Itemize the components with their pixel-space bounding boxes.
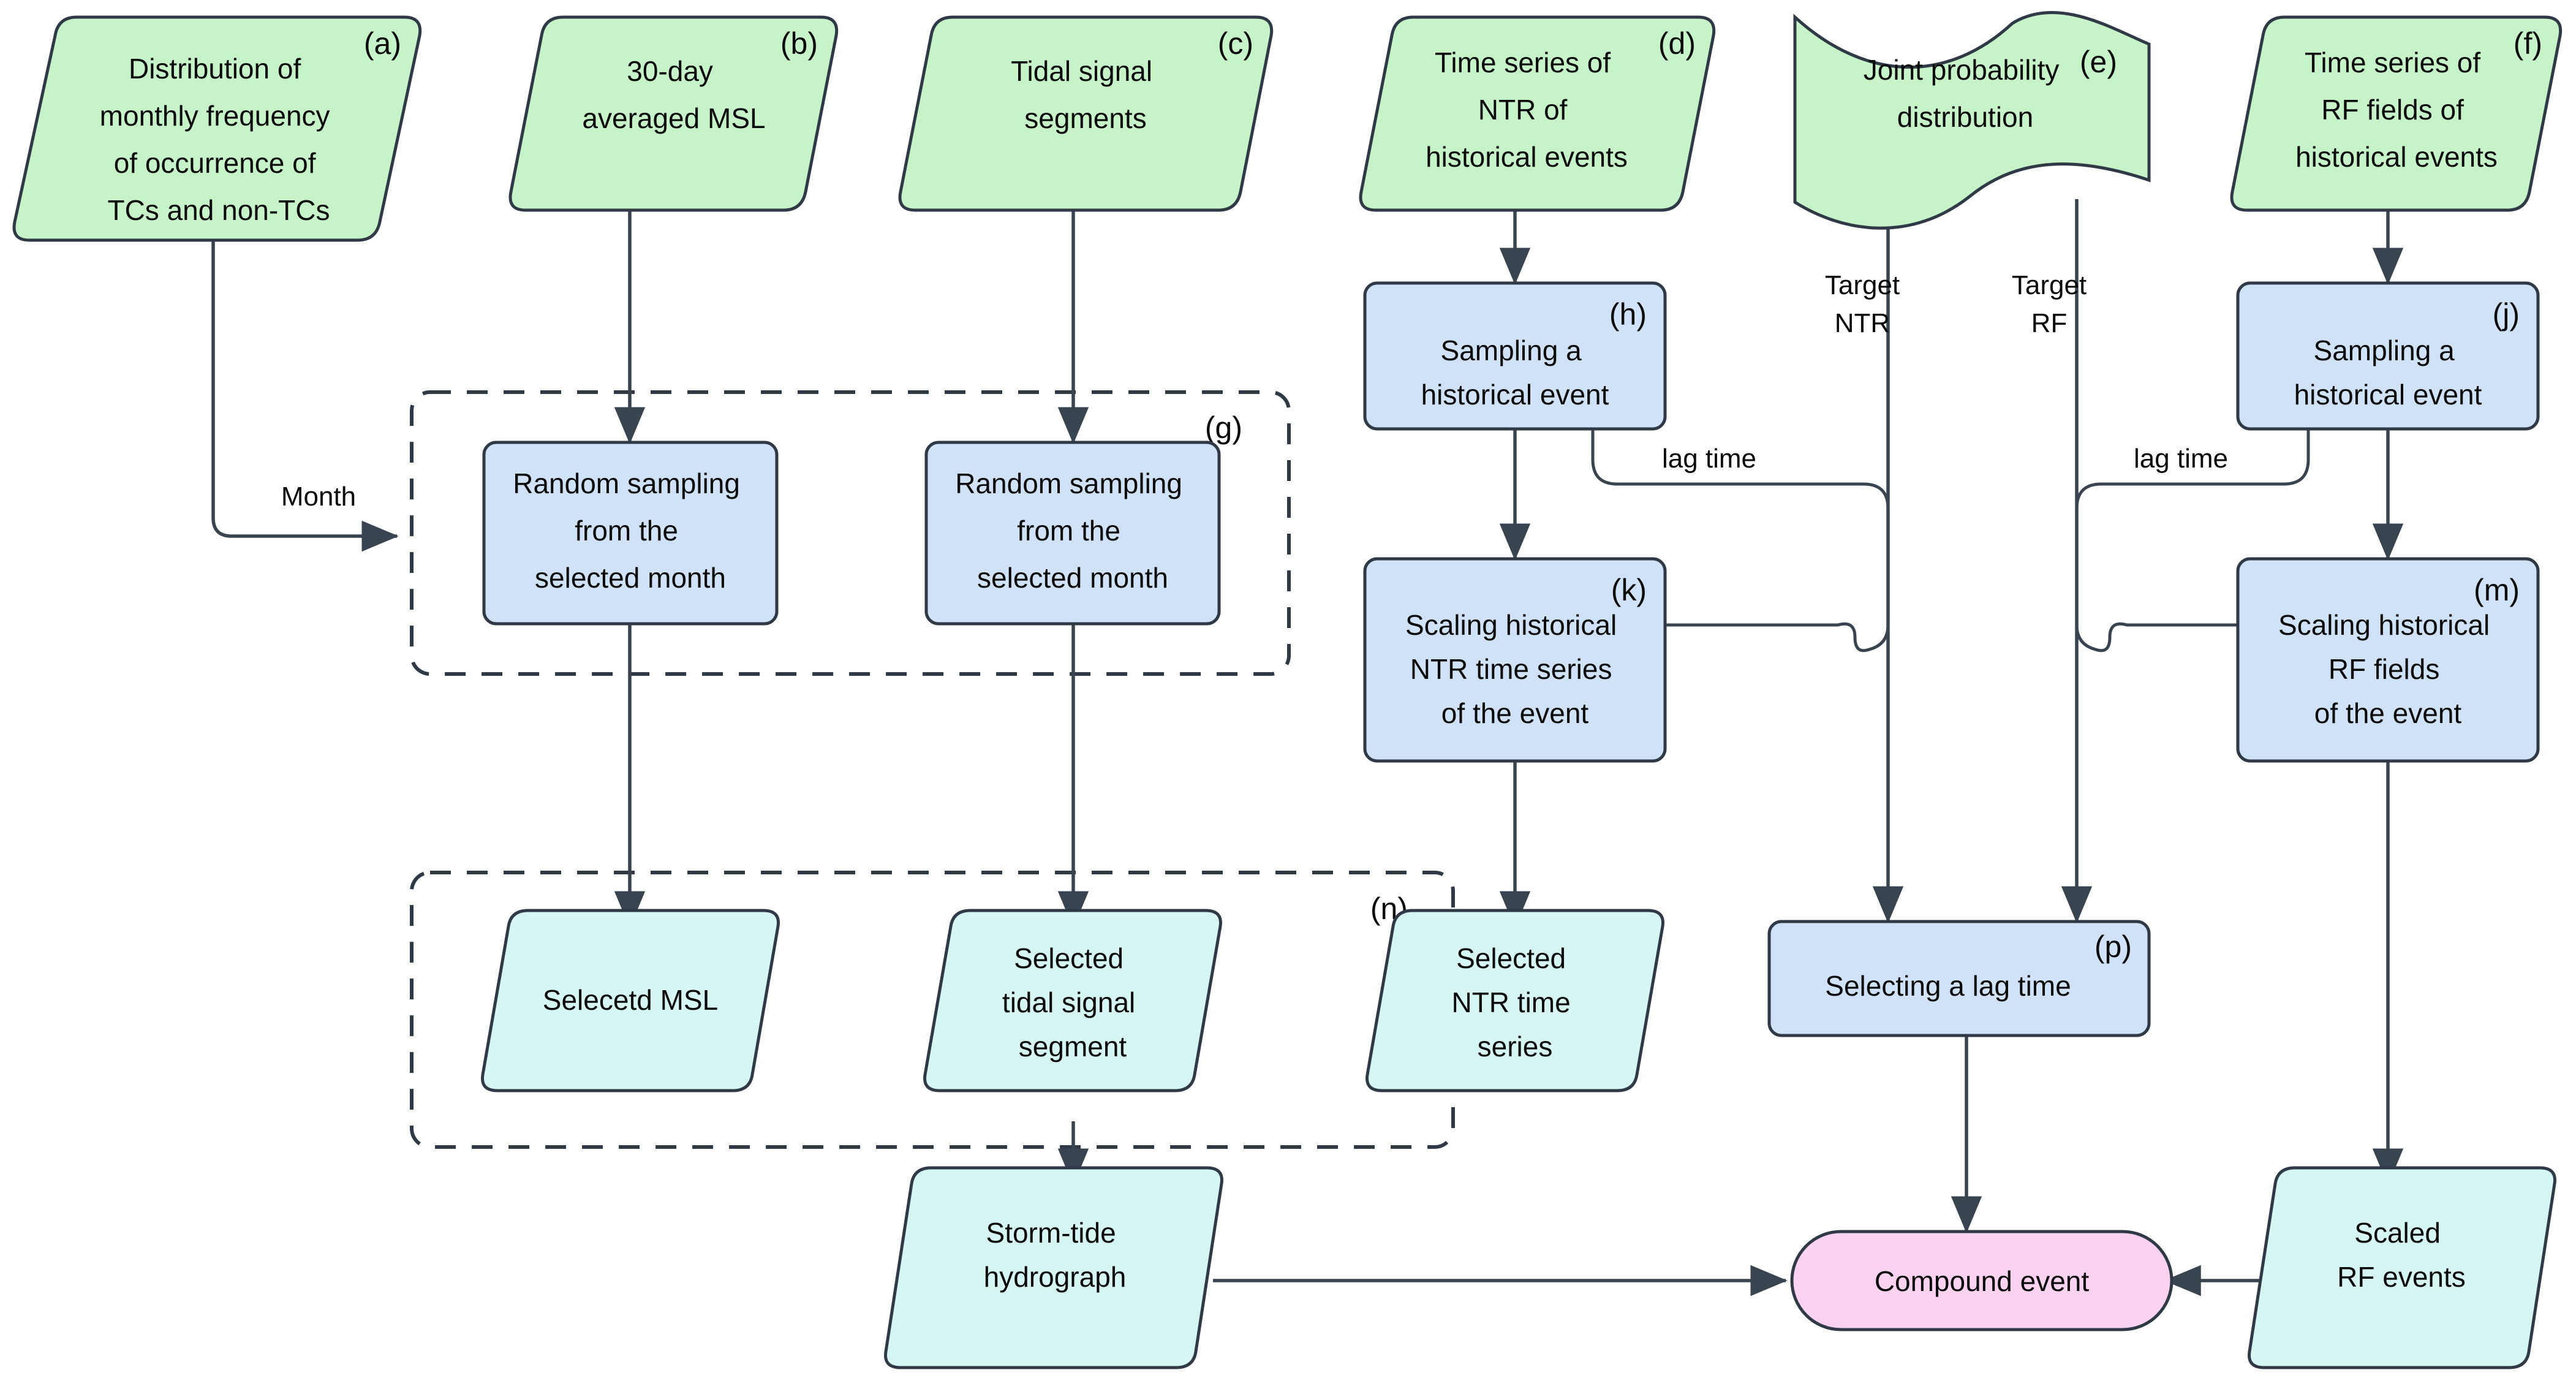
edge-label-target-rf-line1: Target xyxy=(2012,270,2087,300)
node-h-label: Sampling a historical event xyxy=(1421,335,1609,411)
node-m-tag: (m) xyxy=(2474,573,2520,607)
node-g1-random-sampling-msl[interactable]: Random sampling from the selected month xyxy=(482,441,779,626)
node-a-tag: (a) xyxy=(364,26,401,61)
node-p-label: Selecting a lag time xyxy=(1825,970,2071,1002)
node-compound-event-label: Compound event xyxy=(1875,1265,2090,1297)
node-storm-tide-label: Storm-tide hydrograph xyxy=(984,1217,1127,1293)
node-k-scaling-historical-ntr[interactable]: (k) Scaling historical NTR time series o… xyxy=(1363,557,1667,763)
node-m-scaling-historical-rf[interactable]: (m) Scaling historical RF fields of the … xyxy=(2236,557,2540,763)
node-n3-selected-ntr-time-series[interactable]: Selected NTR time series xyxy=(1365,909,1664,1092)
node-e-label: Joint probability distribution xyxy=(1864,54,2067,133)
node-d-time-series-of-ntr[interactable]: (d) Time series of NTR of historical eve… xyxy=(1359,15,1716,212)
node-b-label: 30-day averaged MSL xyxy=(582,55,765,134)
edge-label-lag-time-right: lag time xyxy=(2134,444,2228,474)
node-f-tag: (f) xyxy=(2514,26,2542,61)
node-a-distribution-of-monthly-frequency[interactable]: (a) Distribution of monthly frequency of… xyxy=(12,15,422,242)
node-scaled-rf-events[interactable]: Scaled RF events xyxy=(2248,1166,2556,1369)
edge-a-to-g-month xyxy=(211,239,399,552)
node-f-label: Time series of RF fields of historical e… xyxy=(2295,47,2498,173)
node-c-label: Tidal signal segments xyxy=(1011,55,1160,134)
edge-j-to-m-lag-time xyxy=(2075,429,2310,653)
group-g-tag: (g) xyxy=(1205,411,1242,445)
node-n2-selected-tidal-signal-segment[interactable]: Selected tidal signal segment xyxy=(923,909,1222,1092)
node-n1-label: Selecetd MSL xyxy=(543,984,718,1016)
group-g-dashed-box xyxy=(410,390,1291,676)
node-g2-random-sampling-tidal[interactable]: Random sampling from the selected month xyxy=(924,441,1221,626)
node-d-label: Time series of NTR of historical events xyxy=(1426,47,1628,173)
node-j-sampling-historical-event-rf[interactable]: (j) Sampling a historical event xyxy=(2236,281,2540,431)
node-p-selecting-a-lag-time[interactable]: (p) Selecting a lag time xyxy=(1767,920,2151,1037)
node-n2-label: Selected tidal signal segment xyxy=(1002,942,1143,1062)
node-e-tag: (e) xyxy=(2080,45,2117,79)
node-h-sampling-historical-event-ntr[interactable]: (h) Sampling a historical event xyxy=(1363,281,1667,431)
node-j-label: Sampling a historical event xyxy=(2294,335,2482,411)
node-d-tag: (d) xyxy=(1658,26,1696,61)
node-h-tag: (h) xyxy=(1609,297,1647,331)
node-b-30-day-averaged-msl[interactable]: (b) 30-day averaged MSL xyxy=(508,15,839,212)
node-g1-label: Random sampling from the selected month xyxy=(513,468,748,594)
node-k-tag: (k) xyxy=(1611,573,1647,607)
node-a-label: Distribution of monthly frequency of occ… xyxy=(100,53,338,226)
node-p-tag: (p) xyxy=(2094,929,2132,964)
node-k-label: Scaling historical NTR time series of th… xyxy=(1405,609,1625,729)
node-j-tag: (j) xyxy=(2493,297,2520,331)
node-e-joint-probability-distribution[interactable]: (e) Joint probability distribution xyxy=(1793,10,2151,230)
node-f-time-series-of-rf-fields[interactable]: (f) Time series of RF fields of historic… xyxy=(2230,15,2563,212)
edge-label-target-ntr-line2: NTR xyxy=(1835,308,1890,338)
node-c-tidal-signal-segments[interactable]: (c) Tidal signal segments xyxy=(898,15,1274,212)
edge-label-month: Month xyxy=(281,482,356,512)
node-scaled-rf-label: Scaled RF events xyxy=(2337,1217,2466,1293)
node-c-tag: (c) xyxy=(1218,26,1253,61)
node-storm-tide-hydrograph[interactable]: Storm-tide hydrograph xyxy=(884,1166,1223,1369)
node-compound-event[interactable]: Compound event xyxy=(1790,1230,2174,1331)
node-b-tag: (b) xyxy=(780,26,818,61)
node-m-label: Scaling historical RF fields of the even… xyxy=(2278,609,2498,729)
node-g2-label: Random sampling from the selected month xyxy=(955,468,1190,594)
edge-label-target-ntr-line1: Target xyxy=(1825,270,1900,300)
node-n1-selected-msl[interactable]: Selecetd MSL xyxy=(481,909,780,1092)
node-n3-label: Selected NTR time series xyxy=(1451,942,1578,1062)
edge-h-to-k-lag-time xyxy=(1591,429,1890,653)
edge-label-target-rf-line2: RF xyxy=(2031,308,2068,338)
edge-label-lag-time-left: lag time xyxy=(1662,444,1756,474)
